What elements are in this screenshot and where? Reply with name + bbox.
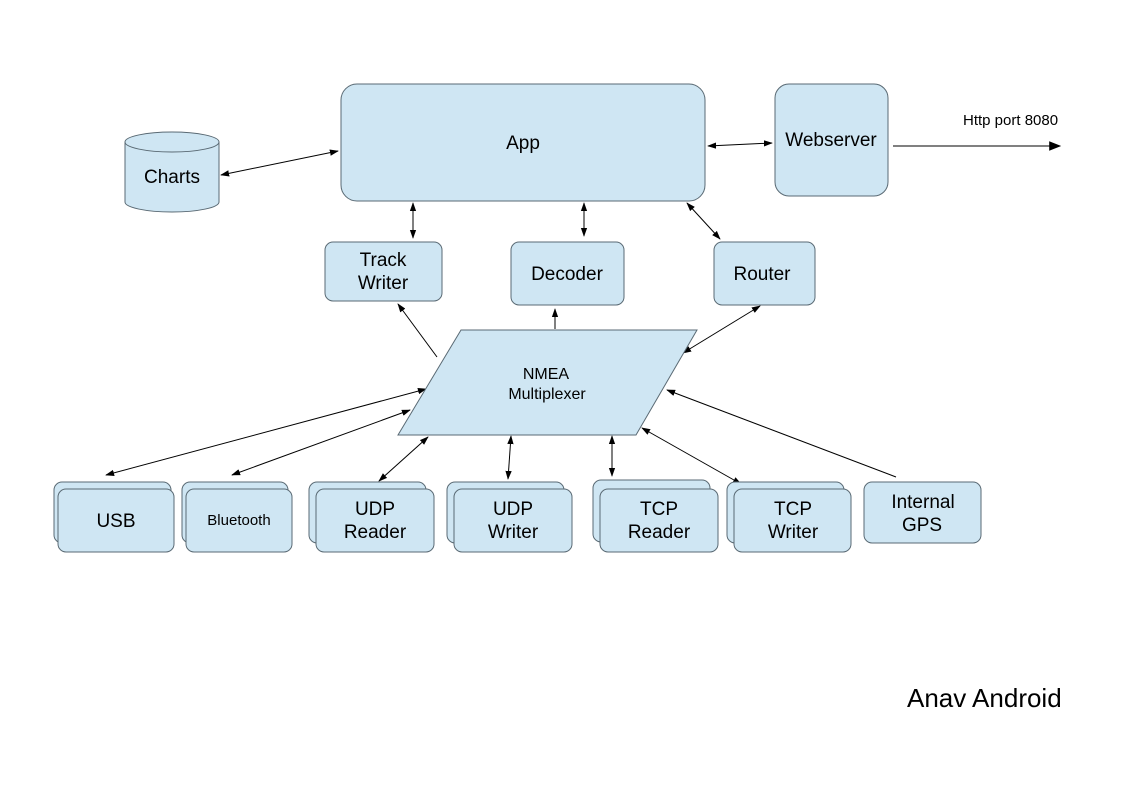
node-tcp-reader-line1: TCP [640, 499, 678, 520]
node-track-writer: Track Writer [324, 241, 443, 302]
node-tcp-writer: TCP Writer [726, 481, 852, 553]
edge-app-router [686, 202, 721, 240]
edge-mux-udpwriter [505, 435, 514, 480]
edge-mux-bluetooth [231, 409, 411, 476]
node-app: App [340, 83, 706, 202]
node-track-writer-line1: Track [360, 250, 407, 271]
node-track-writer-line2: Writer [358, 273, 409, 294]
edges [105, 140, 1062, 485]
node-webserver: Webserver [774, 83, 889, 197]
footer-title: Anav Android [907, 683, 1062, 713]
node-charts: Charts [124, 131, 220, 213]
node-webserver-label: Webserver [785, 130, 877, 151]
node-udp-reader-line1: UDP [355, 499, 395, 520]
node-udp-writer: UDP Writer [446, 481, 573, 553]
node-router-label: Router [733, 264, 791, 285]
node-udp-writer-line2: Writer [488, 522, 539, 543]
http-port-label: Http port 8080 [963, 112, 1058, 129]
node-tcp-writer-line2: Writer [768, 522, 819, 543]
node-nmea-multiplexer: NMEA Multiplexer [397, 329, 698, 436]
node-internal-gps-line2: GPS [902, 515, 942, 536]
edge-app-webserver [707, 140, 773, 149]
node-udp-reader-line2: Reader [344, 522, 407, 543]
node-usb: USB [53, 481, 175, 553]
edge-mux-tcpwriter [641, 427, 742, 485]
node-tcp-reader-line2: Reader [628, 522, 691, 543]
node-decoder: Decoder [510, 241, 625, 306]
edge-mux-udpreader [378, 436, 429, 482]
node-decoder-label: Decoder [531, 264, 603, 285]
node-router: Router [713, 241, 816, 306]
node-internal-gps: Internal GPS [863, 481, 982, 544]
node-usb-label: USB [96, 511, 135, 532]
node-internal-gps-line1: Internal [891, 492, 954, 513]
node-app-label: App [506, 133, 540, 154]
node-charts-label: Charts [144, 167, 200, 188]
edge-charts-app [220, 149, 339, 177]
node-udp-writer-line1: UDP [493, 499, 533, 520]
node-bluetooth-label: Bluetooth [207, 512, 270, 529]
edge-mux-router [682, 305, 761, 354]
node-tcp-reader: TCP Reader [592, 479, 719, 553]
node-nmea-line2: Multiplexer [508, 386, 586, 403]
edge-gps-mux [666, 389, 897, 478]
node-tcp-writer-line1: TCP [774, 499, 812, 520]
edge-mux-trackwriter [397, 303, 438, 358]
node-nmea-line1: NMEA [523, 366, 570, 383]
node-bluetooth: Bluetooth [181, 481, 293, 553]
node-udp-reader: UDP Reader [308, 481, 435, 553]
